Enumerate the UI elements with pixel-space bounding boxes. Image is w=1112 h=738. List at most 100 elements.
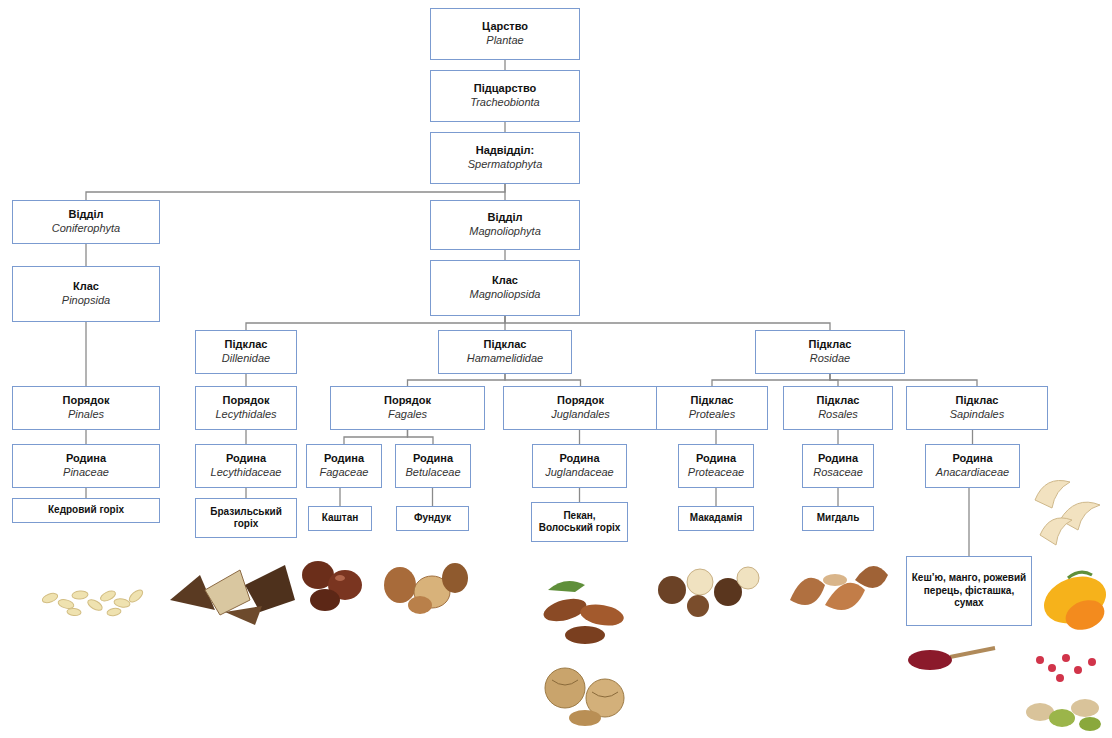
nut-box: Макадамія xyxy=(678,506,754,531)
pistachio xyxy=(1079,717,1101,731)
rank-label: Надвідділ: xyxy=(476,144,535,158)
tree-connector xyxy=(245,488,246,498)
tree-connector xyxy=(968,488,969,556)
taxon-box: РодинаLecythidaceae xyxy=(195,444,297,488)
pistachios xyxy=(1026,699,1101,731)
taxon-name: Anacardiaceae xyxy=(936,466,1009,480)
hazelnuts xyxy=(384,563,468,614)
nut-name: Каштан xyxy=(322,512,359,525)
tree-connector xyxy=(344,430,408,444)
pink-peppercorn xyxy=(1036,656,1044,664)
tree-connector xyxy=(712,374,830,386)
taxon-name: Sapindales xyxy=(950,408,1004,422)
brazil-nut-shell xyxy=(225,606,262,625)
rank-label: Родина xyxy=(818,452,858,466)
nut-box: Кеш’ю, манго, рожевий перець, фісташка, … xyxy=(906,556,1032,626)
pink-peppercorn xyxy=(1056,674,1064,682)
taxon-name: Magnoliophyta xyxy=(469,225,541,239)
rank-label: Підклас xyxy=(817,394,860,408)
rank-label: Родина xyxy=(66,452,106,466)
pink-peppercorn xyxy=(1062,654,1070,662)
taxon-name: Fagales xyxy=(388,408,427,422)
taxon-name: Pinopsida xyxy=(62,294,110,308)
mango-leaf xyxy=(1068,572,1092,578)
almond xyxy=(855,566,888,588)
tree-connector xyxy=(86,184,505,200)
taxon-name: Rosaceae xyxy=(813,466,863,480)
almonds xyxy=(790,566,888,610)
rank-label: Підклас xyxy=(225,338,268,352)
taxon-box: РодинаFagaceae xyxy=(306,444,382,488)
cashew xyxy=(1040,518,1072,545)
brazil-nuts xyxy=(170,565,295,625)
tree-connector xyxy=(504,184,505,200)
nut-name: Кедровий горіх xyxy=(48,504,124,517)
tree-connector xyxy=(246,316,505,330)
pecan-leaf xyxy=(548,581,585,592)
spoon-handle xyxy=(950,648,995,657)
hazelnut-shell xyxy=(408,596,432,614)
rank-label: Родина xyxy=(559,452,599,466)
rank-label: Родина xyxy=(226,452,266,466)
rank-label: Підклас xyxy=(956,394,999,408)
taxon-box: ВідділMagnoliophyta xyxy=(430,200,580,250)
taxon-name: Magnoliopsida xyxy=(470,288,541,302)
rank-label: Клас xyxy=(492,274,518,288)
taxon-box: ВідділConiferophyta xyxy=(12,200,160,244)
tree-connector xyxy=(432,488,433,506)
sumac-spoon xyxy=(908,648,995,670)
nut-name: Кеш’ю, манго, рожевий перець, фісташка, … xyxy=(911,572,1027,610)
taxon-name: Lecythidales xyxy=(215,408,276,422)
nut-box: Фундук xyxy=(396,506,469,531)
pine-nut xyxy=(113,598,130,609)
taxon-box: ЦарствоPlantae xyxy=(430,8,580,60)
macadamia-kernel xyxy=(687,569,713,595)
taxon-box: РодинаAnacardiaceae xyxy=(925,444,1020,488)
taxon-box: ПідцарствоTracheobionta xyxy=(430,70,580,122)
cashews xyxy=(1035,480,1100,545)
brazil-nut-kernel xyxy=(205,570,250,615)
rank-label: Клас xyxy=(73,280,99,294)
almond xyxy=(825,583,865,610)
taxon-box: ПідкласDillenidae xyxy=(195,330,297,374)
taxon-box: Надвідділ:Spermatophyta xyxy=(430,132,580,184)
tree-connector xyxy=(339,488,340,506)
pink-peppercorn xyxy=(1074,666,1082,674)
tree-connector xyxy=(579,488,580,502)
taxon-name: Betulaceae xyxy=(405,466,460,480)
rank-label: Родина xyxy=(413,452,453,466)
taxon-box: ПідкласRosidae xyxy=(755,330,905,374)
taxon-box: РодинаProteaceae xyxy=(678,444,754,488)
rank-label: Відділ xyxy=(487,211,522,225)
nut-box: Каштан xyxy=(308,506,372,531)
tree-connector xyxy=(837,488,838,506)
chestnuts xyxy=(302,561,362,611)
nut-box: Пекан, Волоський горіх xyxy=(531,502,628,542)
walnuts xyxy=(545,668,624,726)
tree-connector xyxy=(245,374,246,386)
rank-label: Підклас xyxy=(809,338,852,352)
macadamia-kernel xyxy=(737,567,759,589)
taxon-box: РодинаJuglandaceae xyxy=(532,444,627,488)
taxon-box: РодинаBetulaceae xyxy=(395,444,471,488)
taxon-name: Tracheobionta xyxy=(470,96,540,110)
taxon-name: Spermatophyta xyxy=(468,158,543,172)
tree-connector xyxy=(408,430,434,444)
macadamia xyxy=(658,567,759,617)
pink-peppercorn xyxy=(1088,658,1096,666)
sumac xyxy=(908,650,952,670)
nut-name: Бразильський горіх xyxy=(200,506,292,531)
taxon-box: ПорядокLecythidales xyxy=(195,386,297,430)
pink-pepper xyxy=(1036,654,1096,682)
hazelnut xyxy=(384,567,416,603)
rank-label: Порядок xyxy=(557,394,604,408)
tree-connector xyxy=(579,430,580,444)
nut-name: Пекан, Волоський горіх xyxy=(536,510,623,535)
taxon-name: Dillenidae xyxy=(222,352,270,366)
tree-connector xyxy=(504,250,505,260)
pecan xyxy=(579,601,626,628)
tree-connector xyxy=(505,374,581,386)
chestnut-highlight xyxy=(335,575,345,581)
